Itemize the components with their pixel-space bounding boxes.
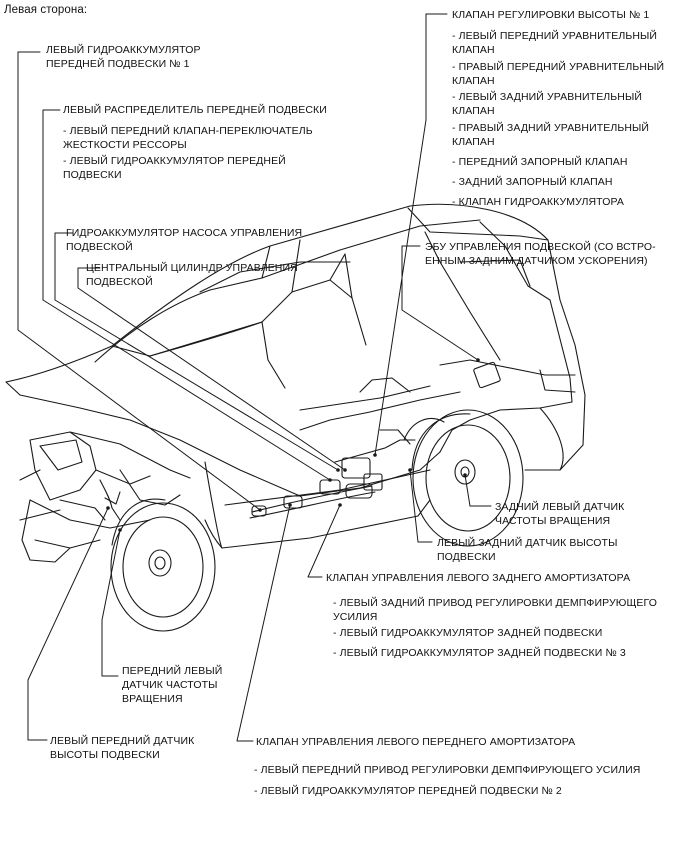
label-item: - ЛЕВЫЙ ГИДРОАККУМУЛЯТОР ЗАДНЕЙ ПОДВЕСКИ <box>333 627 603 639</box>
label-line: ПОДВЕСКОЙ <box>66 241 133 253</box>
label-title: ЛЕВЫЙ РАСПРЕДЕЛИТЕЛЬ ПЕРЕДНЕЙ ПОДВЕСКИ <box>63 104 327 116</box>
front-frame <box>19 431 191 563</box>
label-item: - ПЕРЕДНИЙ ЗАПОРНЫЙ КЛАПАН <box>452 156 628 168</box>
hydraulic-components <box>104 361 501 519</box>
leader-markers <box>106 358 480 532</box>
label-title: КЛАПАН УПРАВЛЕНИЯ ЛЕВОГО ЗАДНЕГО АМОРТИЗ… <box>326 572 631 584</box>
label-line: ЧАСТОТЫ ВРАЩЕНИЯ <box>495 515 611 527</box>
label-line: ЭБУ УПРАВЛЕНИЯ ПОДВЕСКОЙ (СО ВСТРО- <box>425 241 656 253</box>
label-line: ПЕРЕДНЕЙ ПОДВЕСКИ № 1 <box>46 58 190 70</box>
label-item: ЖЕСТКОСТИ РЕССОРЫ <box>63 139 187 151</box>
label-line: ЛЕВЫЙ ЗАДНИЙ ДАТЧИК ВЫСОТЫ <box>437 537 618 549</box>
label-item: - ЛЕВЫЙ ГИДРОАККУМУЛЯТОР ЗАДНЕЙ ПОДВЕСКИ… <box>333 647 626 659</box>
label-item: - ЗАДНИЙ ЗАПОРНЫЙ КЛАПАН <box>452 176 613 188</box>
label-line: ПОДВЕСКОЙ <box>86 276 153 288</box>
label-line: ЛЕВЫЙ ПЕРЕДНИЙ ДАТЧИК <box>50 735 195 747</box>
label-line: ДАТЧИК ЧАСТОТЫ <box>122 679 218 691</box>
leader-lines <box>17 13 492 742</box>
label-item: - ЛЕВЫЙ ГИДРОАККУМУЛЯТОР ПЕРЕДНЕЙ ПОДВЕС… <box>254 785 562 797</box>
label-item: КЛАПАН <box>452 44 495 56</box>
label-item: - ЛЕВЫЙ ПЕРЕДНИЙ ПРИВОД РЕГУЛИРОВКИ ДЕМП… <box>254 764 641 776</box>
label-line: ПЕРЕДНИЙ ЛЕВЫЙ <box>122 665 223 677</box>
label-line: ЦЕНТРАЛЬНЫЙ ЦИЛИНДР УПРАВЛЕНИЯ <box>86 262 298 274</box>
front-left-wheel <box>110 498 216 632</box>
label-item: КЛАПАН <box>452 136 495 148</box>
label-item: - ЛЕВЫЙ ПЕРЕДНИЙ УРАВНИТЕЛЬНЫЙ <box>452 30 658 42</box>
label-line: ЛЕВЫЙ ГИДРОАККУМУЛЯТОР <box>46 44 201 56</box>
label-item: УСИЛИЯ <box>333 611 378 623</box>
label-item: ПОДВЕСКИ <box>63 169 122 181</box>
rear-left-wheel <box>411 409 524 547</box>
vehicle-body <box>5 203 586 549</box>
label-item: - КЛАПАН ГИДРОАККУМУЛЯТОРА <box>452 196 624 208</box>
label-item: - ПРАВЫЙ ПЕРЕДНИЙ УРАВНИТЕЛЬНЫЙ <box>452 61 665 73</box>
label-item: - ПРАВЫЙ ЗАДНИЙ УРАВНИТЕЛЬНЫЙ <box>452 122 650 134</box>
label-item: - ЛЕВЫЙ ЗАДНИЙ УРАВНИТЕЛЬНЫЙ <box>452 91 643 103</box>
label-line: ВЫСОТЫ ПОДВЕСКИ <box>50 749 160 761</box>
label-item: КЛАПАН <box>452 105 495 117</box>
label-line: ГИДРОАККУМУЛЯТОР НАСОСА УПРАВЛЕНИЯ <box>66 227 303 239</box>
label-line: ЕННЫМ ЗАДНИМ ДАТЧИКОМ УСКОРЕНИЯ) <box>425 255 648 267</box>
label-line: ЗАДНИЙ ЛЕВЫЙ ДАТЧИК <box>495 501 625 513</box>
label-item: - ЛЕВЫЙ ЗАДНИЙ ПРИВОД РЕГУЛИРОВКИ ДЕМПФИ… <box>333 597 657 609</box>
label-line: ВРАЩЕНИЯ <box>122 693 183 705</box>
label-title: КЛАПАН УПРАВЛЕНИЯ ЛЕВОГО ПЕРЕДНЕГО АМОРТ… <box>256 736 576 748</box>
label-title: КЛАПАН РЕГУЛИРОВКИ ВЫСОТЫ № 1 <box>452 9 650 21</box>
label-item: - ЛЕВЫЙ ПЕРЕДНИЙ КЛАПАН-ПЕРЕКЛЮЧАТЕЛЬ <box>63 125 313 137</box>
label-item: - ЛЕВЫЙ ГИДРОАККУМУЛЯТОР ПЕРЕДНЕЙ <box>63 155 286 167</box>
side-title: Левая сторона: <box>4 4 88 16</box>
label-line: ПОДВЕСКИ <box>437 551 496 563</box>
label-item: КЛАПАН <box>452 75 495 87</box>
